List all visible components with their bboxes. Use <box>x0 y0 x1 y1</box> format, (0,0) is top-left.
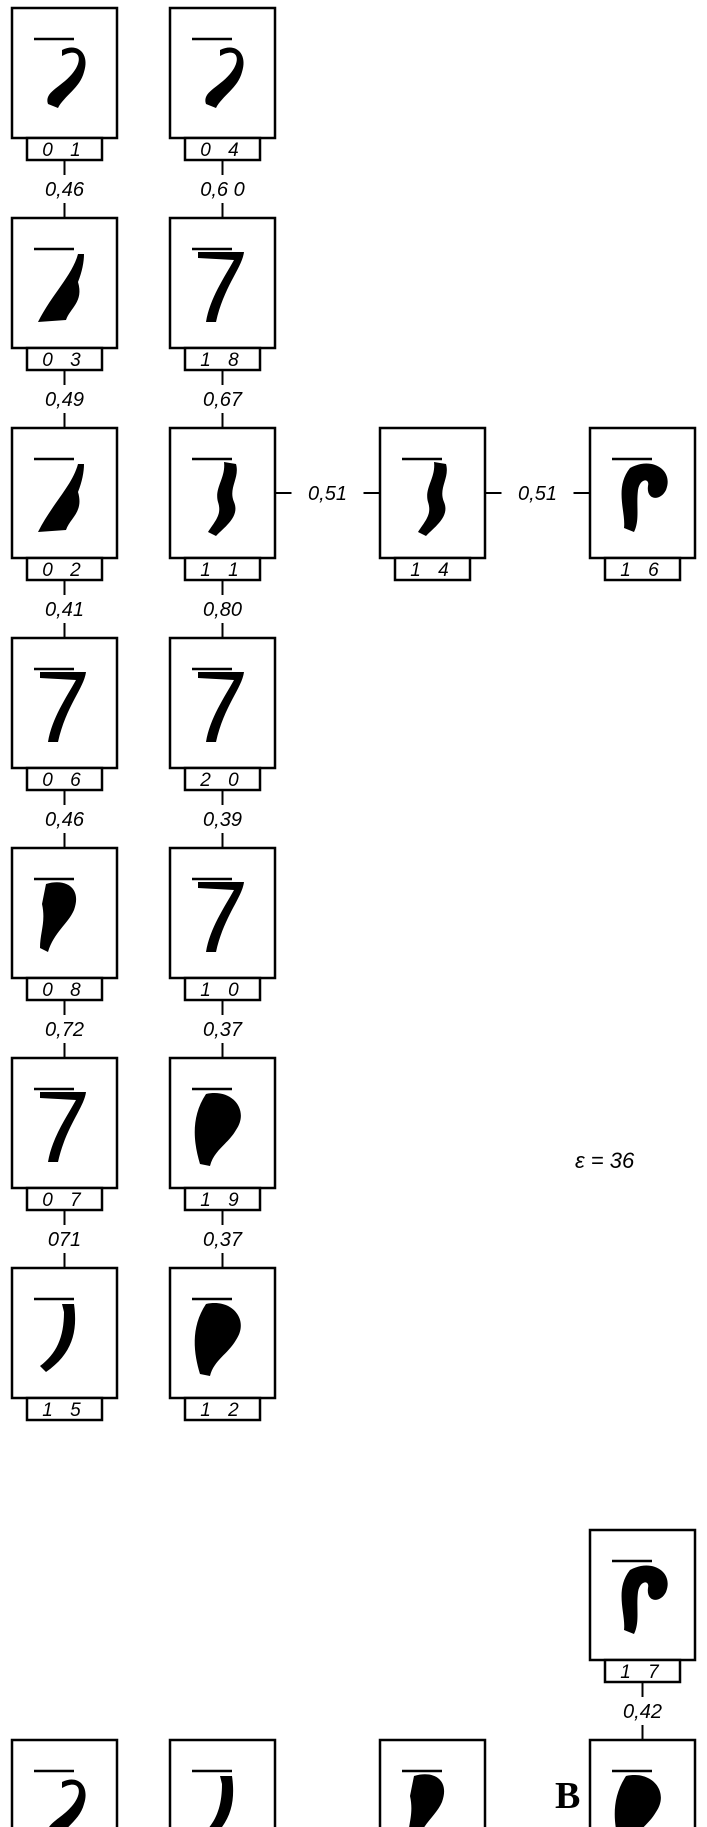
edge-weight: 0,51 <box>308 483 347 505</box>
glyph-frame <box>170 8 275 138</box>
glyph-card: 0 1 <box>12 8 117 161</box>
edge-weight: 0,46 <box>45 179 85 201</box>
glyph-card: 2 0 <box>170 638 275 791</box>
glyph-id: 0 6 <box>42 770 86 791</box>
glyph-id: 0 7 <box>42 1190 86 1211</box>
edge-weight: 0,39 <box>203 809 242 831</box>
glyph-id: 2 0 <box>199 770 244 791</box>
glyph-card: 1 4 <box>380 428 485 581</box>
glyph-id: 0 2 <box>42 560 86 581</box>
edge-weight: 0,51 <box>518 483 557 505</box>
glyph-card: 1 6 <box>590 428 695 581</box>
glyph-card: 1 8 <box>170 218 275 371</box>
edge-weight: 0,37 <box>203 1019 243 1041</box>
edge-weight: 0,41 <box>45 599 84 621</box>
glyph-card: 1 0 <box>170 848 275 1001</box>
glyph-id: 0 3 <box>42 350 86 371</box>
edge-weight: 0,67 <box>203 389 243 411</box>
glyph-id: 1 7 <box>620 1662 664 1683</box>
glyph-card: 1 2 <box>170 1268 275 1421</box>
glyph-card: 0 4 <box>170 8 275 161</box>
glyph-card: 0 8 <box>12 848 117 1001</box>
edge-weight: 0,37 <box>203 1229 243 1251</box>
glyph-frame <box>590 428 695 558</box>
edge-weight: 0,49 <box>45 389 84 411</box>
glyph-card: 2 2 <box>380 1740 485 1827</box>
glyph-card: 0 9 <box>12 1740 117 1827</box>
glyph-id: 1 6 <box>620 560 664 581</box>
glyph-id: 1 9 <box>200 1190 244 1211</box>
glyph-card: 0 6 <box>12 638 117 791</box>
glyph-frame <box>590 1530 695 1660</box>
glyph-card: 1 1 <box>170 428 275 581</box>
edge-weight: 0,6 0 <box>200 179 244 201</box>
edge-weight: 0,80 <box>203 599 242 621</box>
edge-weight: 071 <box>48 1229 81 1251</box>
glyph-card: 1 3 <box>590 1740 695 1827</box>
glyph-id: 0 1 <box>42 140 86 161</box>
edges-layer: 0,46 0,49 0,41 0,46 0,72 071 0,6 0 0,67 0,80 0,39… <box>33 160 675 1740</box>
edge-weight: 0,42 <box>623 1701 662 1723</box>
glyph-card: 1 5 <box>12 1268 117 1421</box>
panel-label: B <box>555 1775 580 1817</box>
glyph-card: 0 3 <box>12 218 117 371</box>
glyph-id: 1 1 <box>200 560 244 581</box>
glyph-id: 1 5 <box>42 1400 86 1421</box>
glyph-card: 0 2 <box>12 428 117 581</box>
glyph-card: 1 7 <box>590 1530 695 1683</box>
glyph-id: 0 4 <box>200 140 244 161</box>
edge-weight: 0,72 <box>45 1019 84 1041</box>
epsilon-label: ε = 36 <box>575 1148 635 1173</box>
edge-weight: 0,46 <box>45 809 85 831</box>
glyph-id: 1 4 <box>410 560 454 581</box>
glyph-id: 1 0 <box>200 980 244 1001</box>
nodes-layer: 0 1 0 3 0 2 0 6 0 8 0 7 1 5 0 4 1 8 1 1 2 0 1 0 1 9 1… <box>12 8 695 1827</box>
glyph-id: 1 2 <box>200 1400 244 1421</box>
glyph-id: 1 8 <box>200 350 244 371</box>
glyph-frame <box>12 8 117 138</box>
glyph-card: 1 9 <box>170 1058 275 1211</box>
glyph-card: 2 1 <box>170 1740 275 1827</box>
glyph-card: 0 7 <box>12 1058 117 1211</box>
glyph-id: 0 8 <box>42 980 86 1001</box>
